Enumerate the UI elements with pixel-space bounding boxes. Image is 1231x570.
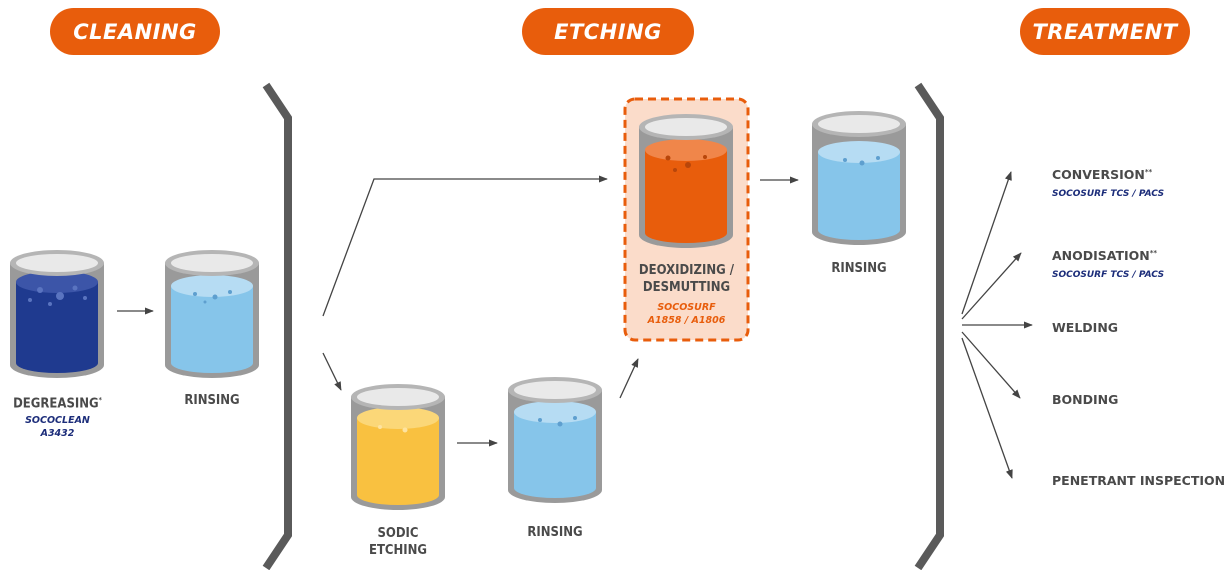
degreasing-mark: * — [98, 396, 102, 404]
arrow-bonding — [961, 331, 1021, 399]
anodisation-mark: ** — [1149, 248, 1158, 257]
anodisation-label: ANODISATION** — [1052, 248, 1157, 263]
rinsing-lower-tank-icon — [508, 377, 602, 503]
arrow-to-sodic — [322, 352, 342, 391]
rinsing-upper-tank-icon — [812, 111, 906, 245]
anodisation-text: ANODISATION — [1052, 248, 1150, 263]
arrow-conversion — [961, 171, 1012, 315]
degreasing-text: DEGREASING — [13, 396, 99, 412]
conversion-product: SOCOSURF TCS / PACS — [1052, 189, 1165, 199]
degreasing-product-line2: A3432 — [40, 428, 75, 439]
stage-cleaning: CLEANING — [50, 8, 220, 55]
sodic-etching-tank-icon — [351, 384, 445, 510]
conversion-text: CONVERSION — [1052, 167, 1145, 182]
divider-right — [914, 82, 944, 570]
conversion-label: CONVERSION** — [1052, 167, 1152, 182]
arrow-penetrant — [961, 337, 1013, 479]
arrow-rinse-deox — [619, 358, 639, 399]
anodisation-product: SOCOSURF TCS / PACS — [1052, 270, 1165, 280]
deox-label-line2: DESMUTTING — [642, 280, 731, 295]
sodic-label-line1: SODIC — [377, 526, 419, 541]
rinsing-label: RINSING — [184, 393, 240, 408]
deox-label-line1: DEOXIDIZING / — [638, 263, 735, 278]
deoxidizing-tank-icon — [639, 114, 733, 248]
degreasing-tank-icon — [10, 250, 104, 378]
deox-product-line1: SOCOSURF — [657, 302, 716, 313]
sodic-label-line2: ETCHING — [368, 543, 428, 558]
penetrant-label: PENETRANT INSPECTION — [1052, 473, 1226, 488]
degreasing-product-line1: SOCOCLEAN — [25, 415, 90, 426]
rinsing-upper-label: RINSING — [831, 261, 887, 276]
welding-label: WELDING — [1052, 320, 1119, 335]
stage-treatment: TREATMENT — [1020, 8, 1190, 55]
rinsing-lower-label: RINSING — [527, 525, 583, 540]
bonding-label: BONDING — [1052, 392, 1119, 407]
stage-etching: ETCHING — [522, 8, 694, 55]
degreasing-label: DEGREASING* — [0, 392, 115, 412]
divider-left — [262, 82, 292, 570]
arrow-to-deox-direct — [322, 175, 608, 317]
deox-product-line2: A1858 / A1806 — [647, 315, 726, 326]
conversion-mark: ** — [1144, 167, 1153, 176]
rinsing-tank-icon — [165, 250, 259, 378]
arrow-anodisation — [961, 252, 1022, 320]
